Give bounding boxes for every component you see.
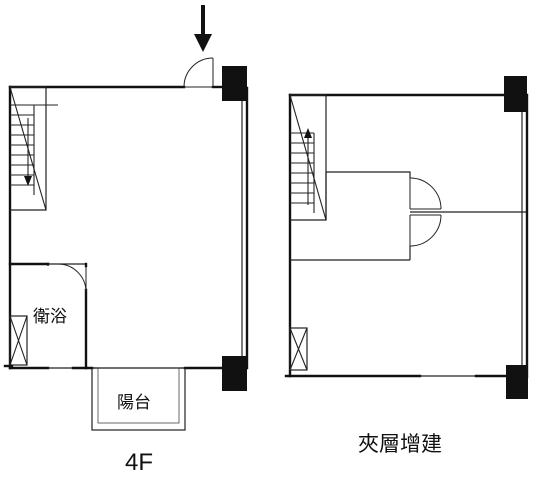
fixture-box-mezzanine	[289, 327, 308, 371]
staircase-mezzanine	[289, 94, 327, 221]
plan-caption-mezzanine: 夾層增建	[358, 433, 442, 456]
column-top-right-mezzanine	[504, 76, 527, 112]
inner-walls-mezzanine	[290, 171, 526, 261]
room-door-lower-mezzanine	[409, 214, 442, 247]
entrance-door-4f	[183, 57, 214, 88]
shower-fixture-4f	[9, 315, 28, 366]
balcony-4f: 陽台	[91, 367, 186, 431]
plan-caption-4f: 4F	[125, 449, 153, 476]
plan-mezzanine: 夾層增建	[284, 76, 529, 456]
outer-walls-mezzanine	[284, 93, 529, 379]
staircase-4f	[9, 86, 58, 211]
bathroom-label: 衛浴	[33, 307, 67, 326]
room-door-upper-mezzanine	[409, 177, 442, 210]
balcony-label: 陽台	[117, 393, 151, 412]
column-bottom-right-4f	[222, 356, 247, 391]
down-arrow-icon	[194, 5, 212, 52]
column-top-right-4f	[222, 66, 247, 101]
plan-4f: 衛浴 陽台 4F	[3, 5, 249, 476]
bathroom-4f: 衛浴	[8, 262, 88, 370]
column-bottom-right-mezzanine	[506, 365, 528, 399]
